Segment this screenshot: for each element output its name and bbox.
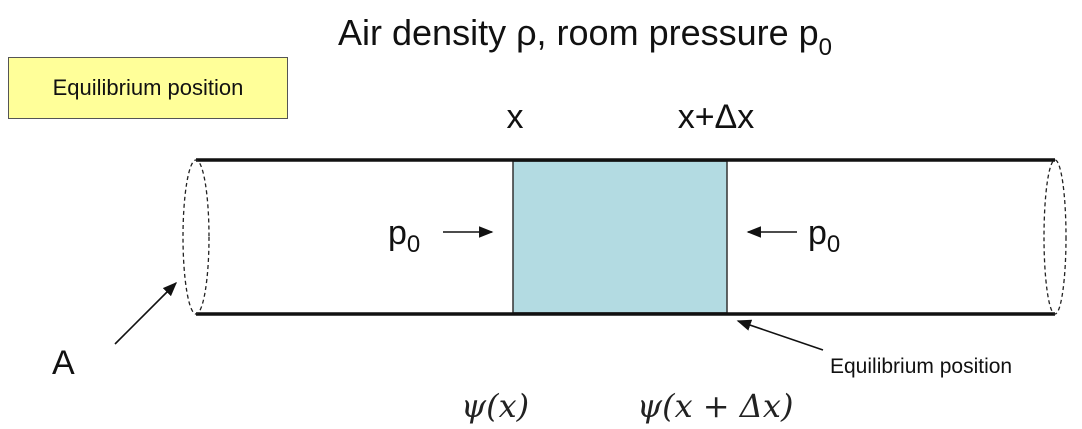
psi-left-label: ψ(x) <box>461 387 529 425</box>
air-slab <box>512 160 728 314</box>
tube-right-end <box>1043 159 1067 315</box>
pressure-right-label: p0 <box>808 214 840 258</box>
area-arrow <box>114 281 178 345</box>
label-x-left: x <box>507 98 524 136</box>
pressure-right-subscript: 0 <box>827 231 840 258</box>
equilibrium-bottom-label: Equilibrium position <box>830 355 1012 378</box>
pressure-left-label: p0 <box>388 214 420 258</box>
tube-left-end <box>182 159 210 315</box>
area-label: A <box>52 344 75 382</box>
equilibrium-callout-box: Equilibrium position <box>8 57 288 119</box>
label-x-right: x+Δx <box>678 98 755 136</box>
pressure-left-subscript: 0 <box>407 231 420 258</box>
diagram-title-subscript: 0 <box>819 34 832 61</box>
pressure-right-main: p <box>808 214 827 252</box>
equilibrium-arrow <box>736 319 824 351</box>
pressure-left-main: p <box>388 214 407 252</box>
equilibrium-callout-text: Equilibrium position <box>52 75 244 100</box>
psi-right-label: ψ(x + Δx) <box>637 387 793 425</box>
diagram-title-main: Air density ρ, room pressure p <box>338 12 819 53</box>
diagram-title: Air density ρ, room pressure p0 <box>338 12 832 61</box>
